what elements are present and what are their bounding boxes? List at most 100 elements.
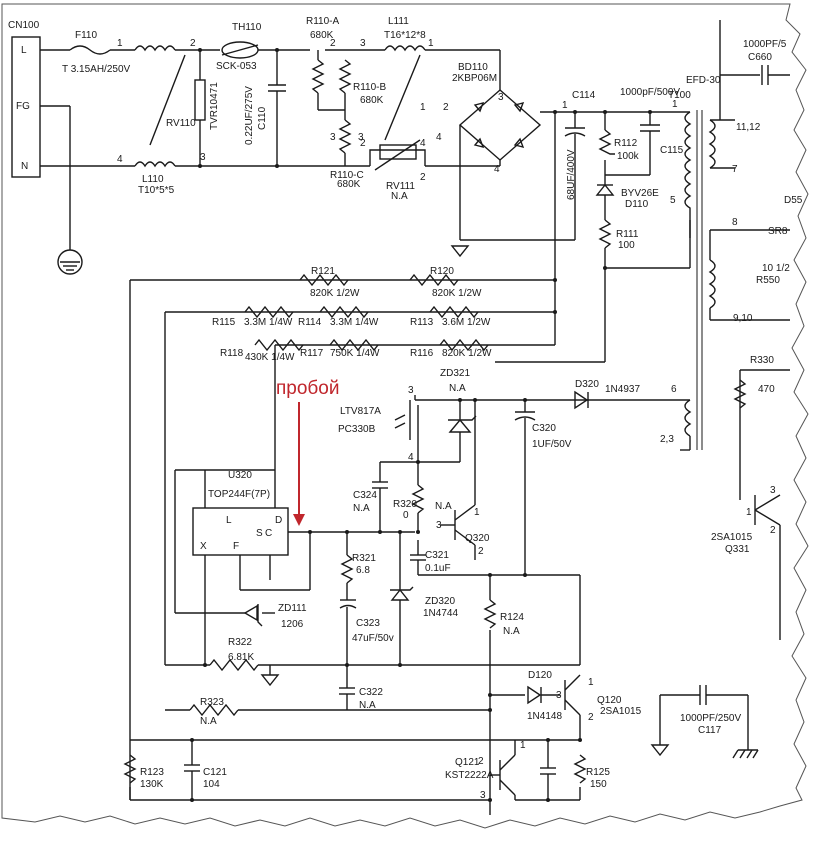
label-r322-value: 6.81K	[228, 652, 254, 663]
pin-number: 3	[200, 152, 206, 163]
label-f110: F110	[75, 30, 97, 41]
label-c115: C115	[660, 145, 684, 156]
pin-number: 4	[420, 138, 426, 149]
pin-number: 2	[443, 102, 449, 113]
label-r323: R323	[200, 697, 224, 708]
label-bd110-value: 2KBP06M	[452, 73, 497, 84]
label-f110-value: T 3.15AH/250V	[62, 64, 131, 75]
label-c114-value: 68UF/400V	[566, 149, 577, 200]
breakdown-annotation: пробой	[276, 378, 340, 399]
pin-number: 4	[408, 452, 414, 463]
pin-number: 2	[420, 172, 426, 183]
label-rv111-value: N.A	[391, 191, 408, 202]
label-r110c: R110-C	[330, 170, 364, 181]
label-r110b-value: 680K	[360, 95, 384, 106]
label-r113: R113	[410, 317, 434, 328]
label-q121-value: KST2222A	[445, 770, 494, 781]
label-r118-value: 430K 1/4W	[245, 352, 295, 363]
label-ltv817a: LTV817A	[340, 406, 381, 417]
label-d320-value: 1N4937	[605, 384, 640, 395]
pin-number: 4	[117, 154, 123, 165]
label-c324: C324	[353, 490, 377, 501]
pin-number: 4	[436, 132, 442, 143]
pin-number: 3	[358, 132, 364, 143]
label-r112-value: 100k	[617, 151, 640, 162]
label-r125: R125	[586, 767, 610, 778]
label-q320-na: N.A	[435, 501, 452, 512]
label-zd320: ZD320	[425, 596, 455, 607]
label-r113-value: 3.6M 1/2W	[442, 317, 491, 328]
pin-number: 2	[190, 38, 196, 49]
label-r121: R121	[311, 266, 335, 277]
label-zd111-value: 1206	[281, 619, 304, 630]
label-pin-f: F	[233, 541, 239, 552]
label-c321-value: 0.1uF	[425, 563, 451, 574]
pin-number: 1	[746, 507, 752, 518]
u320-top244	[192, 507, 289, 556]
label-d110: BYV26E	[621, 188, 659, 199]
label-r550: R550	[756, 275, 780, 286]
pin-number: 1	[588, 677, 594, 688]
label-c324-value: N.A	[353, 503, 370, 514]
label-r124-value: N.A	[503, 626, 520, 637]
label-pin-2-3: 2,3	[660, 434, 674, 445]
pin-number: 1	[428, 38, 434, 49]
label-c322-value: N.A	[359, 700, 376, 711]
pin-number: 1	[520, 740, 526, 751]
label-u320: U320	[228, 470, 252, 481]
label-c660: C660	[748, 52, 772, 63]
label-d120: D120	[528, 670, 552, 681]
label-l110: L110	[142, 174, 164, 185]
label-r320-value: 0	[403, 510, 409, 521]
label-c320-value: 1UF/50V	[532, 439, 572, 450]
label-pin-11-12: 11,12	[736, 122, 761, 133]
label-c121: C121	[203, 767, 227, 778]
label-zd111: ZD111	[278, 603, 307, 614]
label-cn-n: N	[21, 161, 28, 172]
label-pin-s: S	[256, 528, 263, 539]
label-c117: C117	[698, 725, 722, 736]
label-r120: R120	[430, 266, 454, 277]
label-q331-value: 2SA1015	[711, 532, 753, 543]
label-c321: C321	[425, 550, 449, 561]
label-r111-value: 100	[618, 240, 635, 251]
label-t100: T100	[668, 90, 691, 101]
pin-number: 3	[436, 520, 442, 531]
label-r118: R118	[220, 348, 244, 359]
label-efd30: EFD-30	[686, 75, 721, 86]
label-pin-9-10: 9,10	[733, 313, 753, 324]
label-d320: D320	[575, 379, 599, 390]
label-r116-value: 820K 1/2W	[442, 348, 492, 359]
label-zd321: ZD321	[440, 368, 470, 379]
label-c323: C323	[356, 618, 380, 629]
label-l111-value: T16*12*8	[384, 30, 426, 41]
label-r124: R124	[500, 612, 524, 623]
label-cn100: CN100	[8, 20, 40, 31]
label-d55: D55	[784, 195, 803, 206]
label-c322: C322	[359, 687, 383, 698]
label-q320: Q320	[465, 533, 490, 544]
pin-number: 3	[556, 690, 562, 701]
pin-number: 2	[330, 38, 336, 49]
pin-number: 2	[478, 546, 484, 557]
torn-paper	[1, 3, 809, 829]
label-r114-value: 3.3M 1/4W	[330, 317, 379, 328]
pin-number: 2	[360, 138, 366, 149]
label-r117: R117	[300, 348, 324, 359]
label-top244: TOP244F(7P)	[208, 489, 270, 500]
label-c115-rating: 1000pF/500V	[620, 87, 680, 98]
label-c117-rating: 1000PF/250V	[680, 713, 741, 724]
label-r110a: R110-A	[306, 16, 339, 27]
label-r110b: R110-B	[353, 82, 386, 93]
label-r121-value: 820K 1/2W	[310, 288, 360, 299]
label-zd321-value: N.A	[449, 383, 466, 394]
label-pin-6: 6	[671, 384, 677, 395]
label-r330: R330	[750, 355, 774, 366]
label-zd320-value: 1N4744	[423, 608, 458, 619]
label-bd110: BD110	[458, 62, 488, 73]
label-c110-value: 0.22UF/275V	[244, 86, 255, 145]
label-pin-5: 5	[670, 195, 676, 206]
label-q120-value: 2SA1015	[600, 706, 642, 717]
label-l110-value: T10*5*5	[138, 185, 175, 196]
label-r117-value: 750K 1/4W	[330, 348, 380, 359]
